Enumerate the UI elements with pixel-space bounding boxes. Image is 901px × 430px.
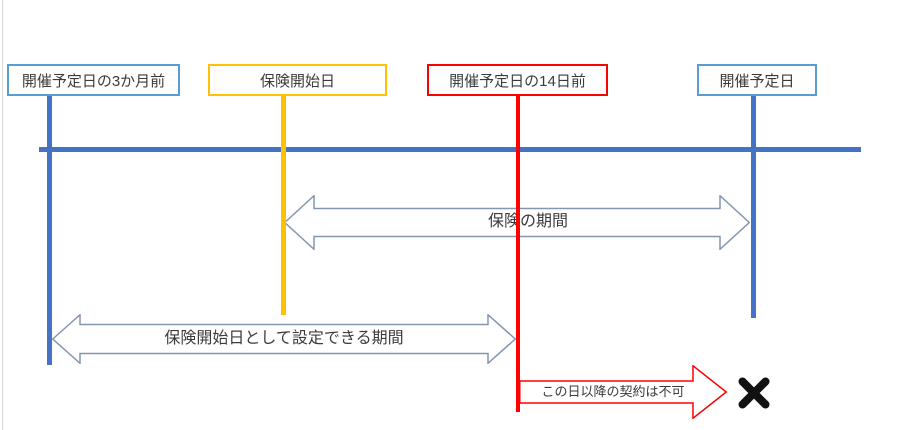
settable-period-label: 保険開始日として設定できる期間 [164,330,404,347]
page-edge-line [2,0,3,430]
insurance-start-line [281,95,286,315]
fourteen-days-before-line [516,95,520,412]
settable-period-arrow [52,314,516,364]
box-insurance-start-date-label: 保険開始日 [259,72,335,90]
box-three-months-before-label: 開催予定日の3か月前 [21,72,166,90]
box-event-scheduled-date: 開催予定日 [697,64,817,96]
box-event-scheduled-date-label: 開催予定日 [719,72,795,90]
no-contract-arrow [519,365,728,419]
box-fourteen-days-before-label: 開催予定日の14日前 [449,72,586,90]
box-fourteen-days-before: 開催予定日の14日前 [427,64,608,96]
three-months-before-line [47,95,52,365]
x-mark-icon [738,377,770,409]
timeline-axis-line [39,147,861,152]
box-three-months-before: 開催予定日の3か月前 [7,64,180,96]
event-date-line [751,95,756,318]
no-contract-label: この日以降の契約は不可 [541,384,685,399]
insurance-period-label: 保険の期間 [487,213,568,230]
box-insurance-start-date: 保険開始日 [208,64,387,96]
